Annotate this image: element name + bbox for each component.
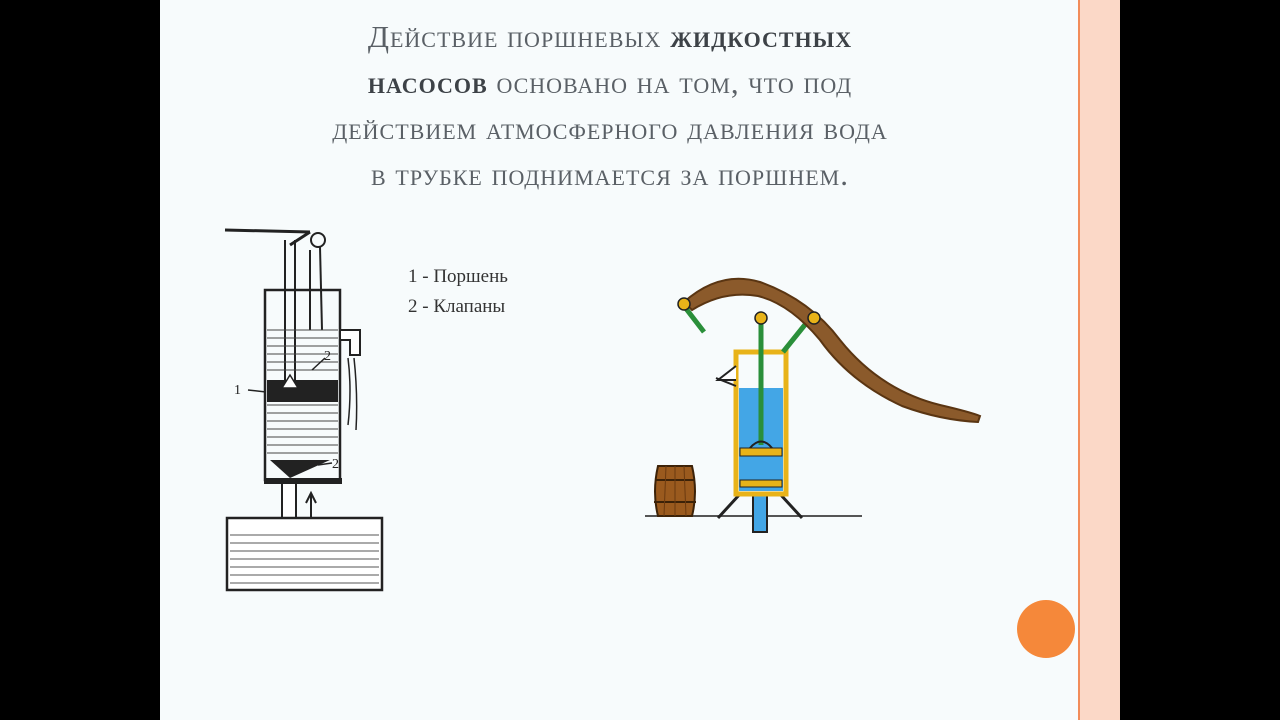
- pump-schematic-diagram: 1 2 2: [224, 228, 384, 592]
- title-line-4: в трубке поднимается за поршнем.: [370, 157, 849, 192]
- title-line-2: насосов основано на том, что под: [367, 65, 853, 100]
- title-line-1: Действие поршневых жидкостных: [367, 19, 853, 54]
- slide-title: Действие поршневых жидкостных насосов ос…: [190, 14, 1030, 198]
- legend-item-piston: 1 - Поршень: [408, 266, 508, 287]
- next-slide-button[interactable]: [1017, 600, 1075, 658]
- slide-border-strip: [1080, 0, 1120, 720]
- hand-pump-illustration: [645, 277, 982, 533]
- barrel-icon: [654, 465, 696, 517]
- label-piston-number: 1: [234, 383, 241, 398]
- slide: Действие поршневых жидкостных насосов ос…: [160, 0, 1120, 720]
- label-lower-valve-number: 2: [332, 457, 339, 472]
- label-upper-valve-number: 2: [324, 349, 331, 364]
- slide-border-line: [1078, 0, 1080, 720]
- legend: 1 - Поршень 2 - Клапаны: [408, 262, 508, 322]
- title-line-3: действием атмосферного давления вода: [332, 111, 888, 146]
- legend-item-valves: 2 - Клапаны: [408, 296, 506, 317]
